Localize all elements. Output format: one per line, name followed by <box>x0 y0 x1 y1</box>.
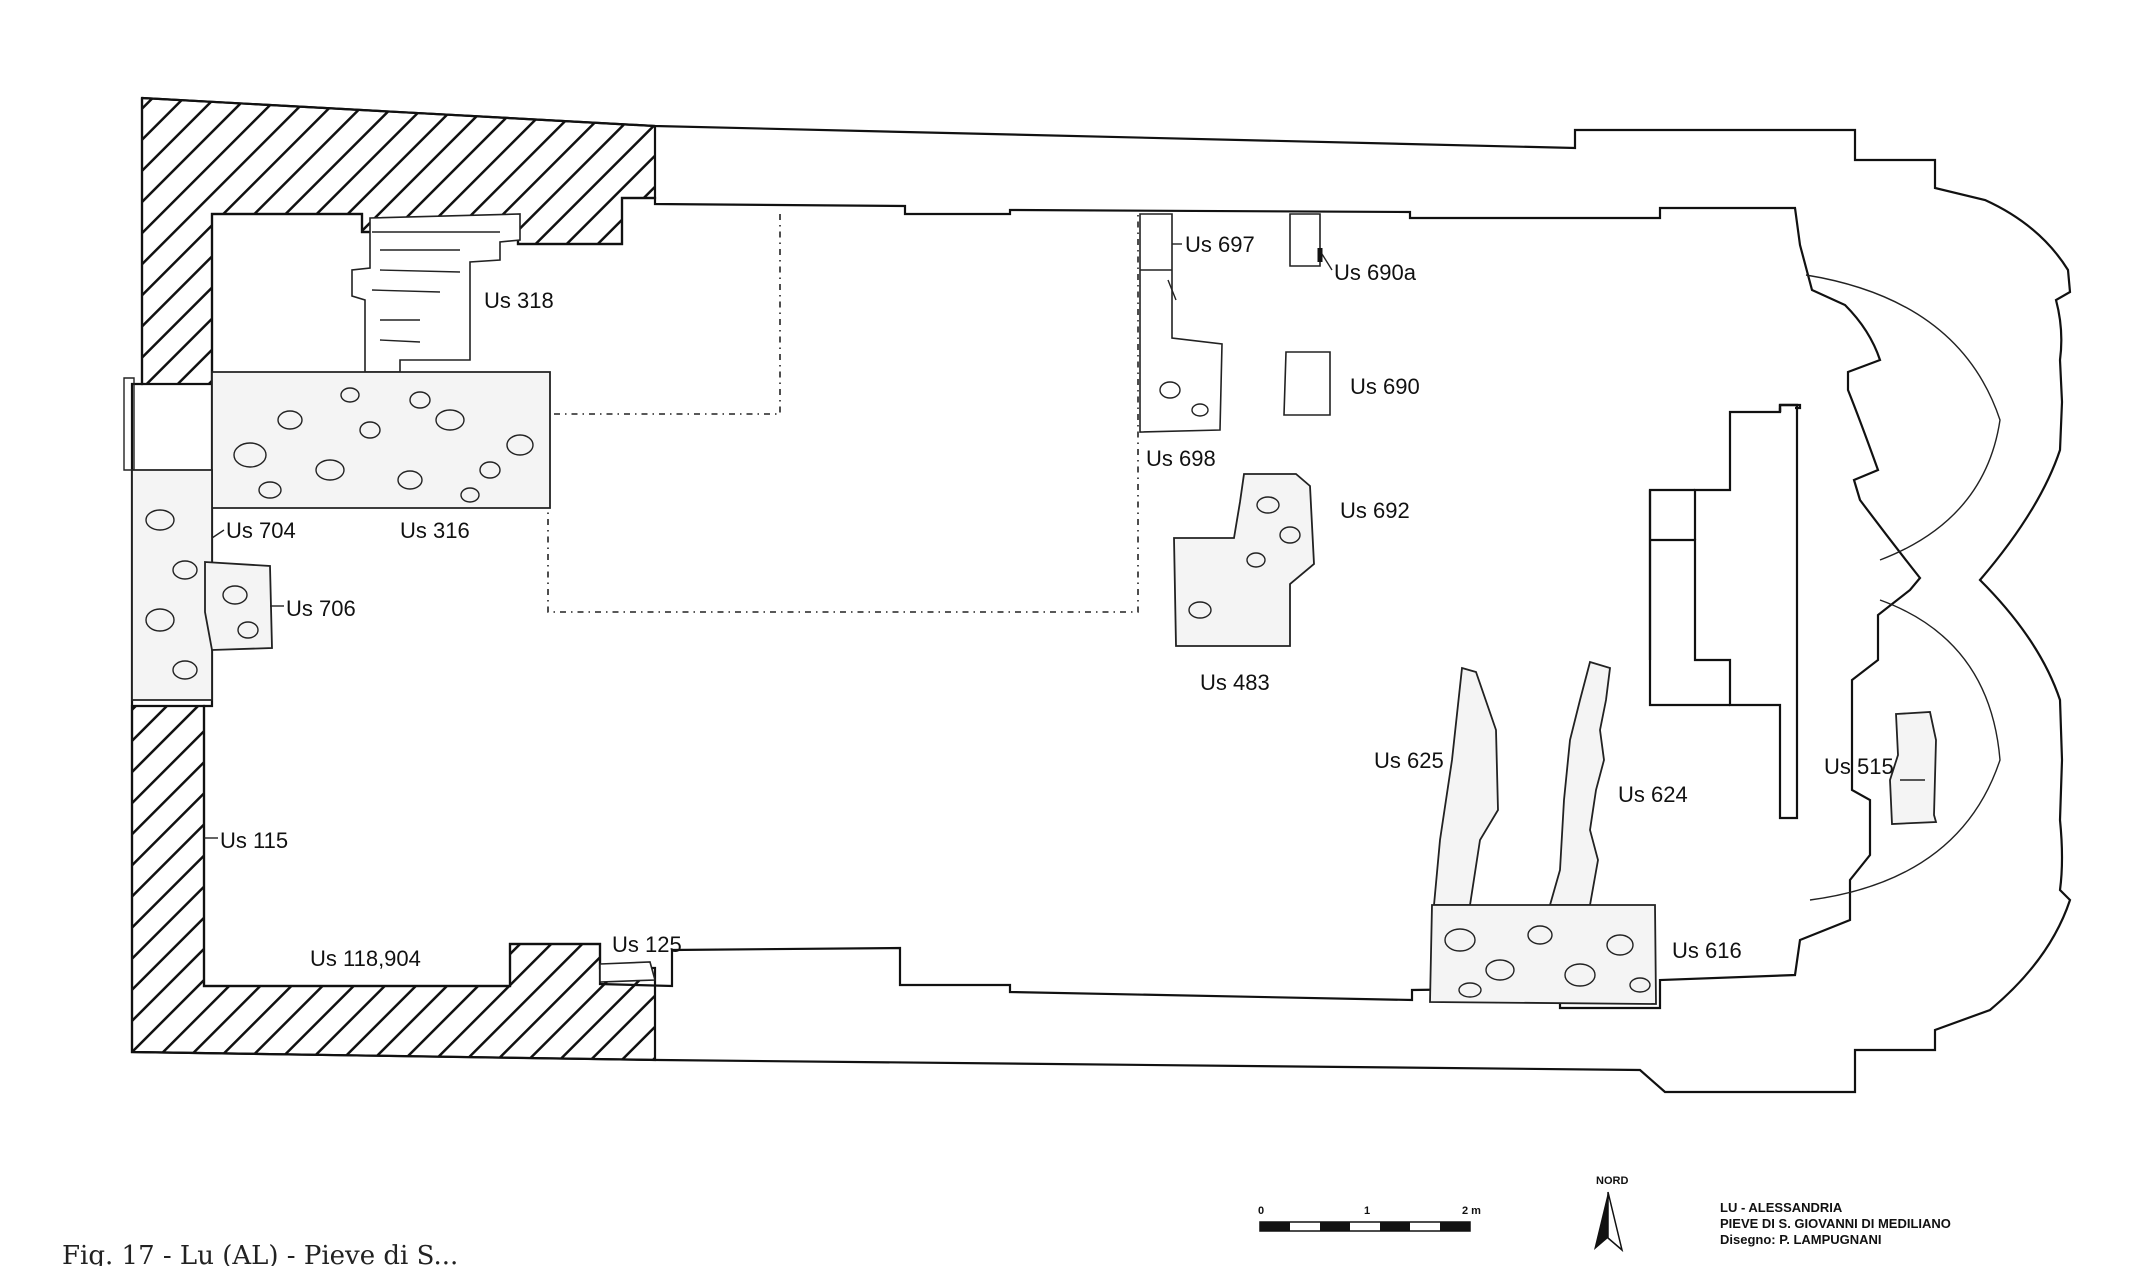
label-us316: Us 316 <box>400 518 470 543</box>
label-us515: Us 515 <box>1824 754 1894 779</box>
label-us115: Us 115 <box>220 828 288 853</box>
label-us690a: Us 690a <box>1334 260 1417 285</box>
scale-tick-0: 0 <box>1258 1205 1264 1217</box>
label-us692: Us 692 <box>1340 498 1410 523</box>
credit-line-2: PIEVE DI S. GIOVANNI DI MEDILIANO <box>1720 1216 1951 1231</box>
presbytery-wall <box>1648 403 1802 820</box>
label-us706: Us 706 <box>286 596 356 621</box>
label-us125: Us 125 <box>612 932 682 957</box>
caption-text: Fig. 17 - Lu (AL) - Pieve di S... <box>62 1241 458 1266</box>
drawing-credits: LU - ALESSANDRIA PIEVE DI S. GIOVANNI DI… <box>1720 1200 1951 1247</box>
feature-us316 <box>211 371 551 509</box>
feature-us690a <box>1289 213 1323 267</box>
label-us704: Us 704 <box>226 518 296 543</box>
unit-labels: Us 697 Us 690a Us 318 Us 690 Us 698 Us 6… <box>220 232 1894 971</box>
credit-line-1: LU - ALESSANDRIA <box>1720 1200 1843 1215</box>
church-outline-inner <box>202 196 1922 1010</box>
label-us318: Us 318 <box>484 288 554 313</box>
label-us616: Us 616 <box>1672 938 1742 963</box>
excavation-trench-lines <box>547 214 1139 613</box>
label-us697: Us 697 <box>1185 232 1255 257</box>
feature-us616 <box>1429 904 1657 1005</box>
figure-caption: Fig. 17 - Lu (AL) - Pieve di S... <box>62 1241 458 1266</box>
label-us625: Us 625 <box>1374 748 1444 773</box>
credit-line-3: Disegno: P. LAMPUGNANI <box>1720 1232 1882 1247</box>
feature-us704 <box>131 469 213 701</box>
scale-bar: 0 1 2 m <box>1258 1205 1481 1232</box>
feature-us515 <box>1889 711 1938 825</box>
feature-us624 <box>1548 660 1611 906</box>
apse-inner-arcs <box>1805 274 2001 901</box>
scale-tick-1: 1 <box>1364 1205 1370 1217</box>
hatched-wall-southwest <box>130 704 657 1062</box>
north-arrow-icon: NORD <box>1594 1175 1628 1253</box>
feature-us625 <box>1433 666 1499 906</box>
label-us118-904: Us 118,904 <box>310 946 421 971</box>
feature-us125 <box>599 961 657 983</box>
feature-us697-us698 <box>1139 213 1223 433</box>
label-us690: Us 690 <box>1350 374 1420 399</box>
label-us698: Us 698 <box>1146 446 1216 471</box>
feature-us318 <box>351 213 521 373</box>
feature-us706 <box>204 561 273 651</box>
label-us483: Us 483 <box>1200 670 1270 695</box>
feature-us692-us483 <box>1173 473 1315 647</box>
north-label: NORD <box>1596 1175 1628 1187</box>
label-leaders <box>204 243 1333 839</box>
label-us624: Us 624 <box>1618 782 1688 807</box>
feature-us690 <box>1283 351 1331 416</box>
scale-tick-2: 2 m <box>1462 1205 1481 1217</box>
